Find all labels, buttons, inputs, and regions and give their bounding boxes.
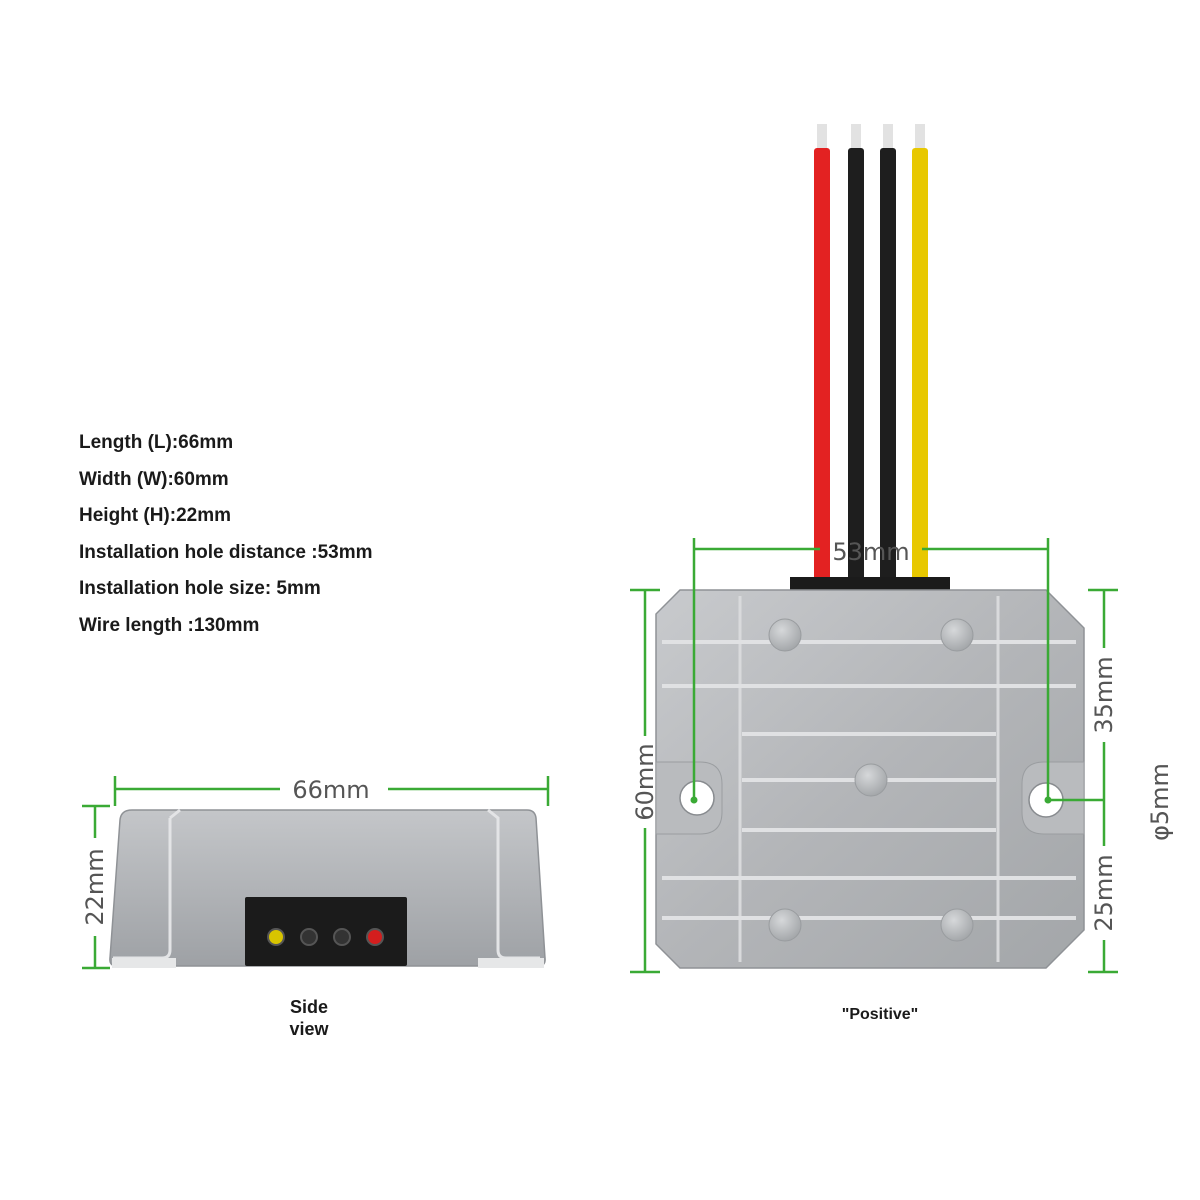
wire-tip-2 (851, 124, 861, 150)
front-view-caption: "Positive" (841, 1006, 919, 1023)
spec-wire-length: Wire length :130mm (79, 614, 260, 636)
indicator-dot-4 (366, 928, 384, 946)
side-foot-left (112, 958, 176, 968)
side-view-caption: Side view (249, 996, 369, 1040)
front-panel-lines (738, 596, 1000, 962)
side-indicators (267, 928, 384, 946)
wire-3 (880, 148, 896, 580)
side-dim-height-label: 22mm (81, 848, 109, 925)
front-dim-height (630, 588, 660, 974)
indicator-dot-2 (300, 928, 318, 946)
front-dim-upper-label: 35mm (1090, 656, 1118, 733)
front-screw-bosses (768, 618, 974, 942)
spec-hole-size: Installation hole size: 5mm (79, 578, 321, 600)
side-view-caption-line1: Side (289, 997, 328, 1017)
side-foot-right (478, 958, 544, 968)
spec-length: Length (L):66mm (79, 432, 234, 453)
wire-2 (848, 148, 864, 580)
front-dim-height-label: 60mm (631, 743, 659, 820)
front-dim-hole-label: φ5mm (1146, 763, 1174, 841)
wire-4 (912, 148, 928, 580)
wire-exit-block (790, 577, 950, 591)
spec-hole-distance: Installation hole distance :53mm (79, 541, 373, 563)
wire-1 (814, 148, 830, 580)
wire-tip-1 (817, 124, 827, 150)
front-dim-hole-distance-label: 53mm (832, 538, 909, 566)
front-wires (814, 124, 928, 580)
side-connector-panel (245, 897, 407, 966)
front-view: 53mm 60mm 35mm 25mm φ5mm (630, 124, 1174, 974)
front-dim-lower-label: 25mm (1090, 854, 1118, 931)
front-dim-right (1048, 588, 1118, 974)
side-view: 66mm 22mm (81, 776, 550, 970)
spec-list: Length (L):66mm Width (W):60mm Height (H… (79, 428, 373, 648)
wire-tip-3 (883, 124, 893, 150)
spec-width: Width (W):60mm (79, 468, 229, 490)
indicator-dot-1 (267, 928, 285, 946)
side-dim-width (113, 776, 550, 806)
side-dim-height (82, 804, 110, 970)
side-dim-width-label: 66mm (292, 776, 369, 804)
wire-tip-4 (915, 124, 925, 150)
indicator-dot-3 (333, 928, 351, 946)
front-dim-hole-distance (692, 538, 1050, 800)
side-view-caption-line2: view (289, 1019, 329, 1039)
hole-center-left (690, 796, 698, 804)
spec-height: Height (H):22mm (79, 505, 232, 527)
mount-hole-left (679, 780, 715, 816)
